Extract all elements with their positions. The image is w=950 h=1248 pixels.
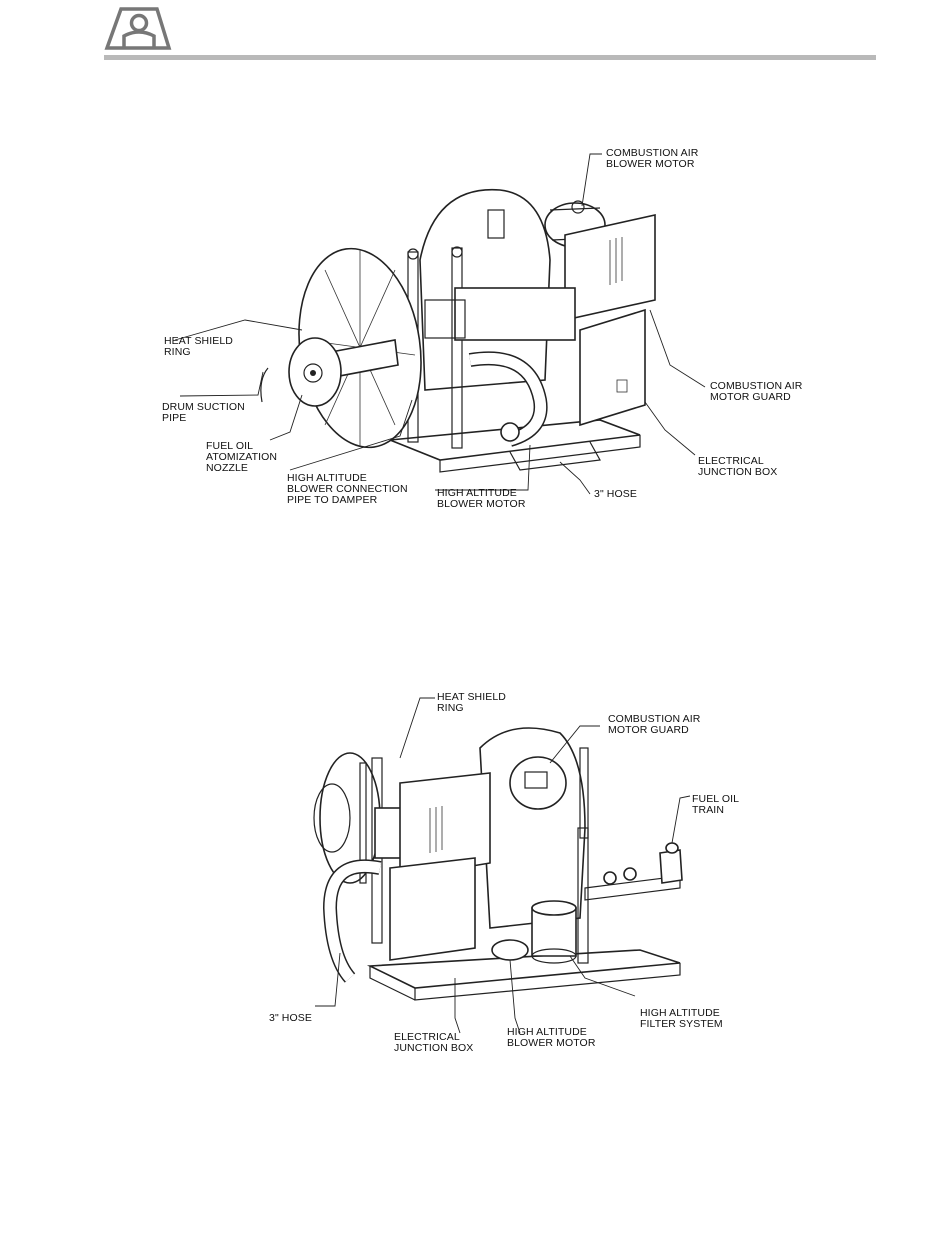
label-fuel-oil-train: FUEL OIL TRAIN <box>692 793 740 816</box>
burner-assembly-rear-view: HEAT SHIELD RING COMBUSTION AIR MOTOR GU… <box>240 688 760 1058</box>
label-combustion-air-motor-guard: COMBUSTION AIR MOTOR GUARD <box>710 380 803 403</box>
label-heat-shield-ring: HEAT SHIELD RING <box>164 335 233 358</box>
label-electrical-junction-box: ELECTRICAL JUNCTION BOX <box>394 1031 474 1054</box>
label-electrical-junction-box: ELECTRICAL JUNCTION BOX <box>698 455 778 478</box>
burner-assembly-front-view: COMBUSTION AIR BLOWER MOTOR HEAT SHIELD … <box>150 140 803 520</box>
label-3-inch-hose: 3" HOSE <box>594 488 637 500</box>
label-fuel-oil-atomization-nozzle: FUEL OIL ATOMIZATION NOZZLE <box>206 440 278 474</box>
label-high-altitude-blower-motor: HIGH ALTITUDE BLOWER MOTOR <box>437 487 526 510</box>
label-3-inch-hose: 3" HOSE <box>269 1012 312 1024</box>
company-logo-icon: . <box>104 7 171 51</box>
label-combustion-air-motor-guard: COMBUSTION AIR MOTOR GUARD <box>608 713 701 736</box>
burner-front-drawing <box>174 153 706 495</box>
label-drum-suction-pipe: DRUM SUCTION PIPE <box>162 401 245 424</box>
header-rule <box>104 55 876 60</box>
label-heat-shield-ring: HEAT SHIELD RING <box>437 691 506 714</box>
label-combustion-air-blower-motor: COMBUSTION AIR BLOWER MOTOR <box>606 147 699 170</box>
burner-rear-drawing <box>313 697 691 1034</box>
label-high-altitude-filter-system: HIGH ALTITUDE FILTER SYSTEM <box>640 1007 723 1030</box>
label-high-altitude-blower-motor: HIGH ALTITUDE BLOWER MOTOR <box>507 1026 596 1049</box>
label-high-altitude-blower-connection: HIGH ALTITUDE BLOWER CONNECTION PIPE TO … <box>287 472 408 506</box>
svg-text:.: . <box>170 45 171 51</box>
